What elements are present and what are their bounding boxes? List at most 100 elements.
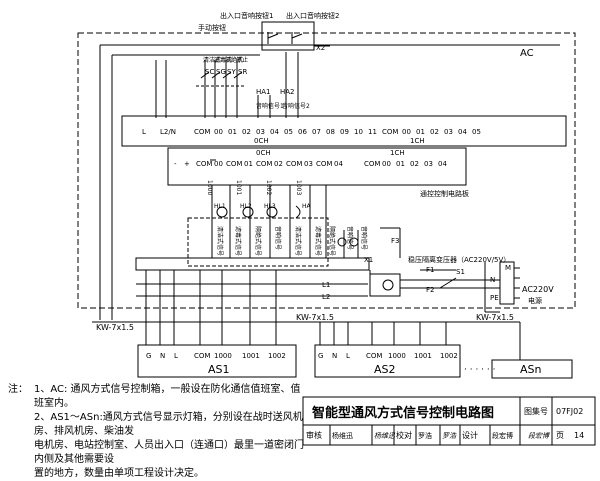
as2-terminal-row: G N L COM 1000 1001 1002 [318,352,458,360]
as-terminal: COM [194,352,210,360]
signal-label: 滤毒式信号 [314,226,322,256]
doorbell-button-box [261,21,315,51]
review-signature: 杨维迅 [374,432,396,440]
switch-desc-0: 清洁式 [203,56,221,64]
top-terminal: L [142,128,146,136]
cable-label: KW-7x1.5 [476,313,514,322]
cable-label: KW-7x1.5 [296,313,334,322]
mid-terminal: 00 [382,160,391,168]
wire-number: 1003 [295,180,302,195]
mid-terminal: 02 [410,160,419,168]
as-terminal: 1000 [388,352,406,360]
page-label: 页 [556,431,564,440]
x1-label: X1 [364,256,373,264]
top-terminal: 04 [270,128,279,136]
lamp-ha-small-2 [349,237,359,247]
switch-label-sc: SC [205,68,214,76]
top-terminal: 02 [242,128,251,136]
switch-label-sg: SG [216,68,226,76]
ac-enclosure [77,32,576,309]
as2-label: AS2 [374,363,396,376]
design-signature: 段宏博 [528,432,550,440]
as-terminal: L [174,352,178,360]
signal-label: 音响信号 [274,226,282,250]
circuit-drawing-sheet: AC 手动按钮 出入口音响按钮1 出入口音响按钮2 X2 X1 F1 F2 F3… [8,11,596,479]
mid-terminal-row: - + COM 00 COM 01 COM 02 COM 03 COM 04 C… [174,160,447,168]
switch-desc-1: 滤毒式 [214,56,232,64]
check-label: 校对 [396,430,412,440]
as-terminal: N [332,352,337,360]
mid-terminal: - [174,160,177,168]
switch-desc-3: 停止 [236,56,248,64]
top-terminal: 06 [298,128,307,136]
wire-number: 1000 [206,180,213,195]
asn-box [491,359,573,379]
signal-label: 隔绝式信号 [328,226,336,256]
page-number: 14 [574,431,584,440]
lamp-label: HL2 [240,203,252,210]
mid-terminal: COM [364,160,380,168]
transformer-lamp-symbol [382,279,394,291]
atlas-label: 图集号 [524,406,548,416]
ellipsis-dots: · · · · · · [464,365,495,375]
signal-label-group: 清洁式信号 滤毒式信号 隔绝式信号 音响信号 清洁式信号 滤毒式信号 隔绝式信号… [216,226,368,256]
top-terminal: 03 [256,128,265,136]
top-terminal: 09 [340,128,349,136]
mid-terminal: COM [286,160,302,168]
switch-group [196,71,246,87]
top-terminal-row: L L2/N COM 00 01 02 03 04 05 06 07 08 09… [142,128,481,136]
transformer [369,273,401,297]
mid-terminal: 01 [244,160,253,168]
as-terminal: 1000 [214,352,232,360]
atlas-number: 07FJ02 [556,407,583,416]
title-block-frame [302,396,596,446]
mid-terminal: 04 [334,160,343,168]
switch-label-sr: SR [238,68,247,76]
notes-label: 注： [8,384,28,395]
mid-terminal: 00 [214,160,223,168]
asn-label: ASn [520,363,542,376]
s1-label: S1 [456,268,465,276]
power-terminal-block [499,261,515,305]
mid-terminal: + [184,160,190,168]
notes-block: 注： [8,383,28,397]
as-terminal: N [160,352,165,360]
as2-box [314,344,461,378]
wire-number: 1002 [265,180,272,195]
l2-label: L2 [322,293,330,301]
check-name: 罗浩 [418,431,432,440]
as-terminal: 1002 [268,352,286,360]
bell-label-ha2: HA2 [280,88,295,96]
signal-label: 隔绝式信号 [254,226,262,256]
top-terminal: L2/N [160,128,176,136]
ac-label: AC [520,48,534,59]
top-terminal: 00 [214,128,223,136]
as-terminal: COM [366,352,382,360]
top-terminal: COM [194,128,210,136]
top-terminal: 05 [472,128,481,136]
lamp-hl1 [216,206,228,218]
doorbell-2-label: 出入口音响按钮2 [286,11,339,20]
review-label: 审核 [306,430,322,440]
lamp-label: HL1 [214,203,226,210]
switch-desc-2: 隔绝式 [225,56,243,64]
control-board-upper [121,115,567,147]
drawing-title: 智能型通风方式信号控制电路图 [312,405,494,421]
x2-label: X2 [316,44,325,52]
l1-label: L1 [322,281,330,289]
signal-label: 音响信号 [346,226,354,250]
as-terminal: L [346,352,350,360]
top-terminal: 01 [416,128,425,136]
0ch-top-label: 0CH [254,137,269,145]
lamp-label: HL3 [264,203,276,210]
notes-text: 1、AC: 通风方式信号控制箱，一般设在防化通信值班室、值班室内。 2、AS1～… [34,383,304,481]
bell-label-ha1: HA1 [256,88,271,96]
signal-label: 清洁式信号 [216,226,224,256]
mid-terminal: COM [226,160,242,168]
terminal-block-x1 [135,257,370,271]
m-label: M [505,264,511,272]
note-line-1: 1、AC: 通风方式信号控制箱，一般设在防化通信值班室、值班室内。 [34,384,301,409]
top-terminal: 03 [444,128,453,136]
as1-terminal-row: G N L COM 1000 1001 1002 [146,352,286,360]
top-terminal: 01 [228,128,237,136]
